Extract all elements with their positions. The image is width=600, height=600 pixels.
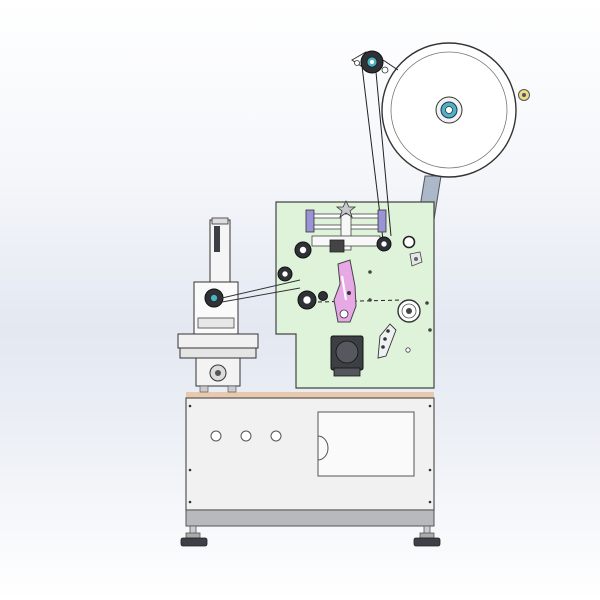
cabinet-top-strip xyxy=(186,392,434,398)
applicator-arm xyxy=(221,279,301,303)
guide-roller-3[interactable] xyxy=(277,266,293,282)
cabinet-screw xyxy=(188,404,192,408)
cabinet-screw xyxy=(428,468,432,472)
roller-hub xyxy=(406,308,412,314)
cabinet-screw xyxy=(188,468,192,472)
large-reel-icon[interactable] xyxy=(381,42,517,178)
gear-box-leg xyxy=(227,385,237,393)
peel-roller[interactable] xyxy=(397,299,421,323)
roller-hub xyxy=(299,246,307,254)
cabinet-screw xyxy=(188,500,192,504)
slot-hole xyxy=(386,329,390,333)
guide-roller-5[interactable] xyxy=(318,291,328,301)
base-plate-lower xyxy=(179,347,257,359)
leveling-foot-right xyxy=(413,525,441,547)
leveling-foot-icon xyxy=(180,537,208,547)
motor-foot xyxy=(333,367,361,377)
guide-roller-2[interactable] xyxy=(376,236,392,252)
roller-axle xyxy=(381,66,389,74)
reel-brake-knob-center xyxy=(522,93,526,97)
slot-hole xyxy=(383,337,387,341)
roller-hub xyxy=(302,295,312,305)
door-handle[interactable] xyxy=(317,435,329,461)
clamp-pad xyxy=(329,239,345,253)
cabinet xyxy=(185,392,435,527)
panel-bolt xyxy=(428,328,432,332)
panel-bolt xyxy=(368,270,372,274)
sensor-bracket-bolt xyxy=(414,257,418,261)
clamp-assembly[interactable] xyxy=(305,200,387,253)
foot-nut xyxy=(419,532,435,539)
clamp-base xyxy=(311,235,381,247)
reel-inner-ring xyxy=(390,51,508,169)
pink-lever[interactable] xyxy=(333,259,357,323)
tape-path-dashed xyxy=(317,299,403,303)
base-plate xyxy=(177,333,259,349)
panel-bolt xyxy=(425,301,429,305)
lever-slot xyxy=(340,275,348,301)
leveling-foot-icon xyxy=(413,537,441,547)
tape-path xyxy=(375,71,392,237)
motor-icon xyxy=(330,335,364,377)
panel-bolt xyxy=(368,298,372,302)
motor-face xyxy=(335,340,359,364)
applicator-column-slot xyxy=(214,226,220,252)
control-knob-icon[interactable] xyxy=(270,430,282,442)
cabinet-screw xyxy=(428,500,432,504)
cabinet-screw xyxy=(428,404,432,408)
tension-roller-top[interactable] xyxy=(351,50,389,74)
roller-hub xyxy=(281,270,289,278)
lever-bolt xyxy=(347,291,351,295)
guide-roller-icon xyxy=(318,291,328,301)
clamp-block-right xyxy=(377,209,387,233)
gear-box-hub xyxy=(215,370,221,376)
access-door[interactable] xyxy=(317,411,415,477)
roller-ring xyxy=(401,303,417,319)
guide-roller-4[interactable] xyxy=(297,290,317,310)
applicator-base xyxy=(177,333,259,393)
clamp-block-left xyxy=(305,209,315,233)
small-idler-ring[interactable] xyxy=(402,235,416,249)
applicator-slide xyxy=(197,317,235,329)
slotted-arm[interactable] xyxy=(377,323,397,359)
slot-hole xyxy=(381,345,385,349)
roller-axle xyxy=(354,60,360,66)
clamp-center-post xyxy=(340,213,352,251)
foot-nut xyxy=(185,532,201,539)
control-knob-icon[interactable] xyxy=(210,430,222,442)
reel-hub-center xyxy=(445,106,453,114)
star-knob-icon[interactable] xyxy=(335,200,357,218)
leveling-foot-left xyxy=(180,525,208,547)
applicator-column-cap xyxy=(211,217,229,225)
slotted-arm-body xyxy=(377,323,397,359)
roller-hub xyxy=(380,240,388,248)
control-knob-icon[interactable] xyxy=(240,430,252,442)
applicator-module[interactable] xyxy=(193,217,301,335)
gear-box-leg xyxy=(199,385,209,393)
guide-roller-1[interactable] xyxy=(294,241,312,259)
lever-pivot xyxy=(339,309,349,319)
tape-path xyxy=(382,59,399,71)
applicator-wheel-hub xyxy=(210,294,218,302)
panel-bolt xyxy=(405,347,411,353)
roller-pin xyxy=(370,60,374,64)
cabinet-base-bar xyxy=(185,509,435,527)
